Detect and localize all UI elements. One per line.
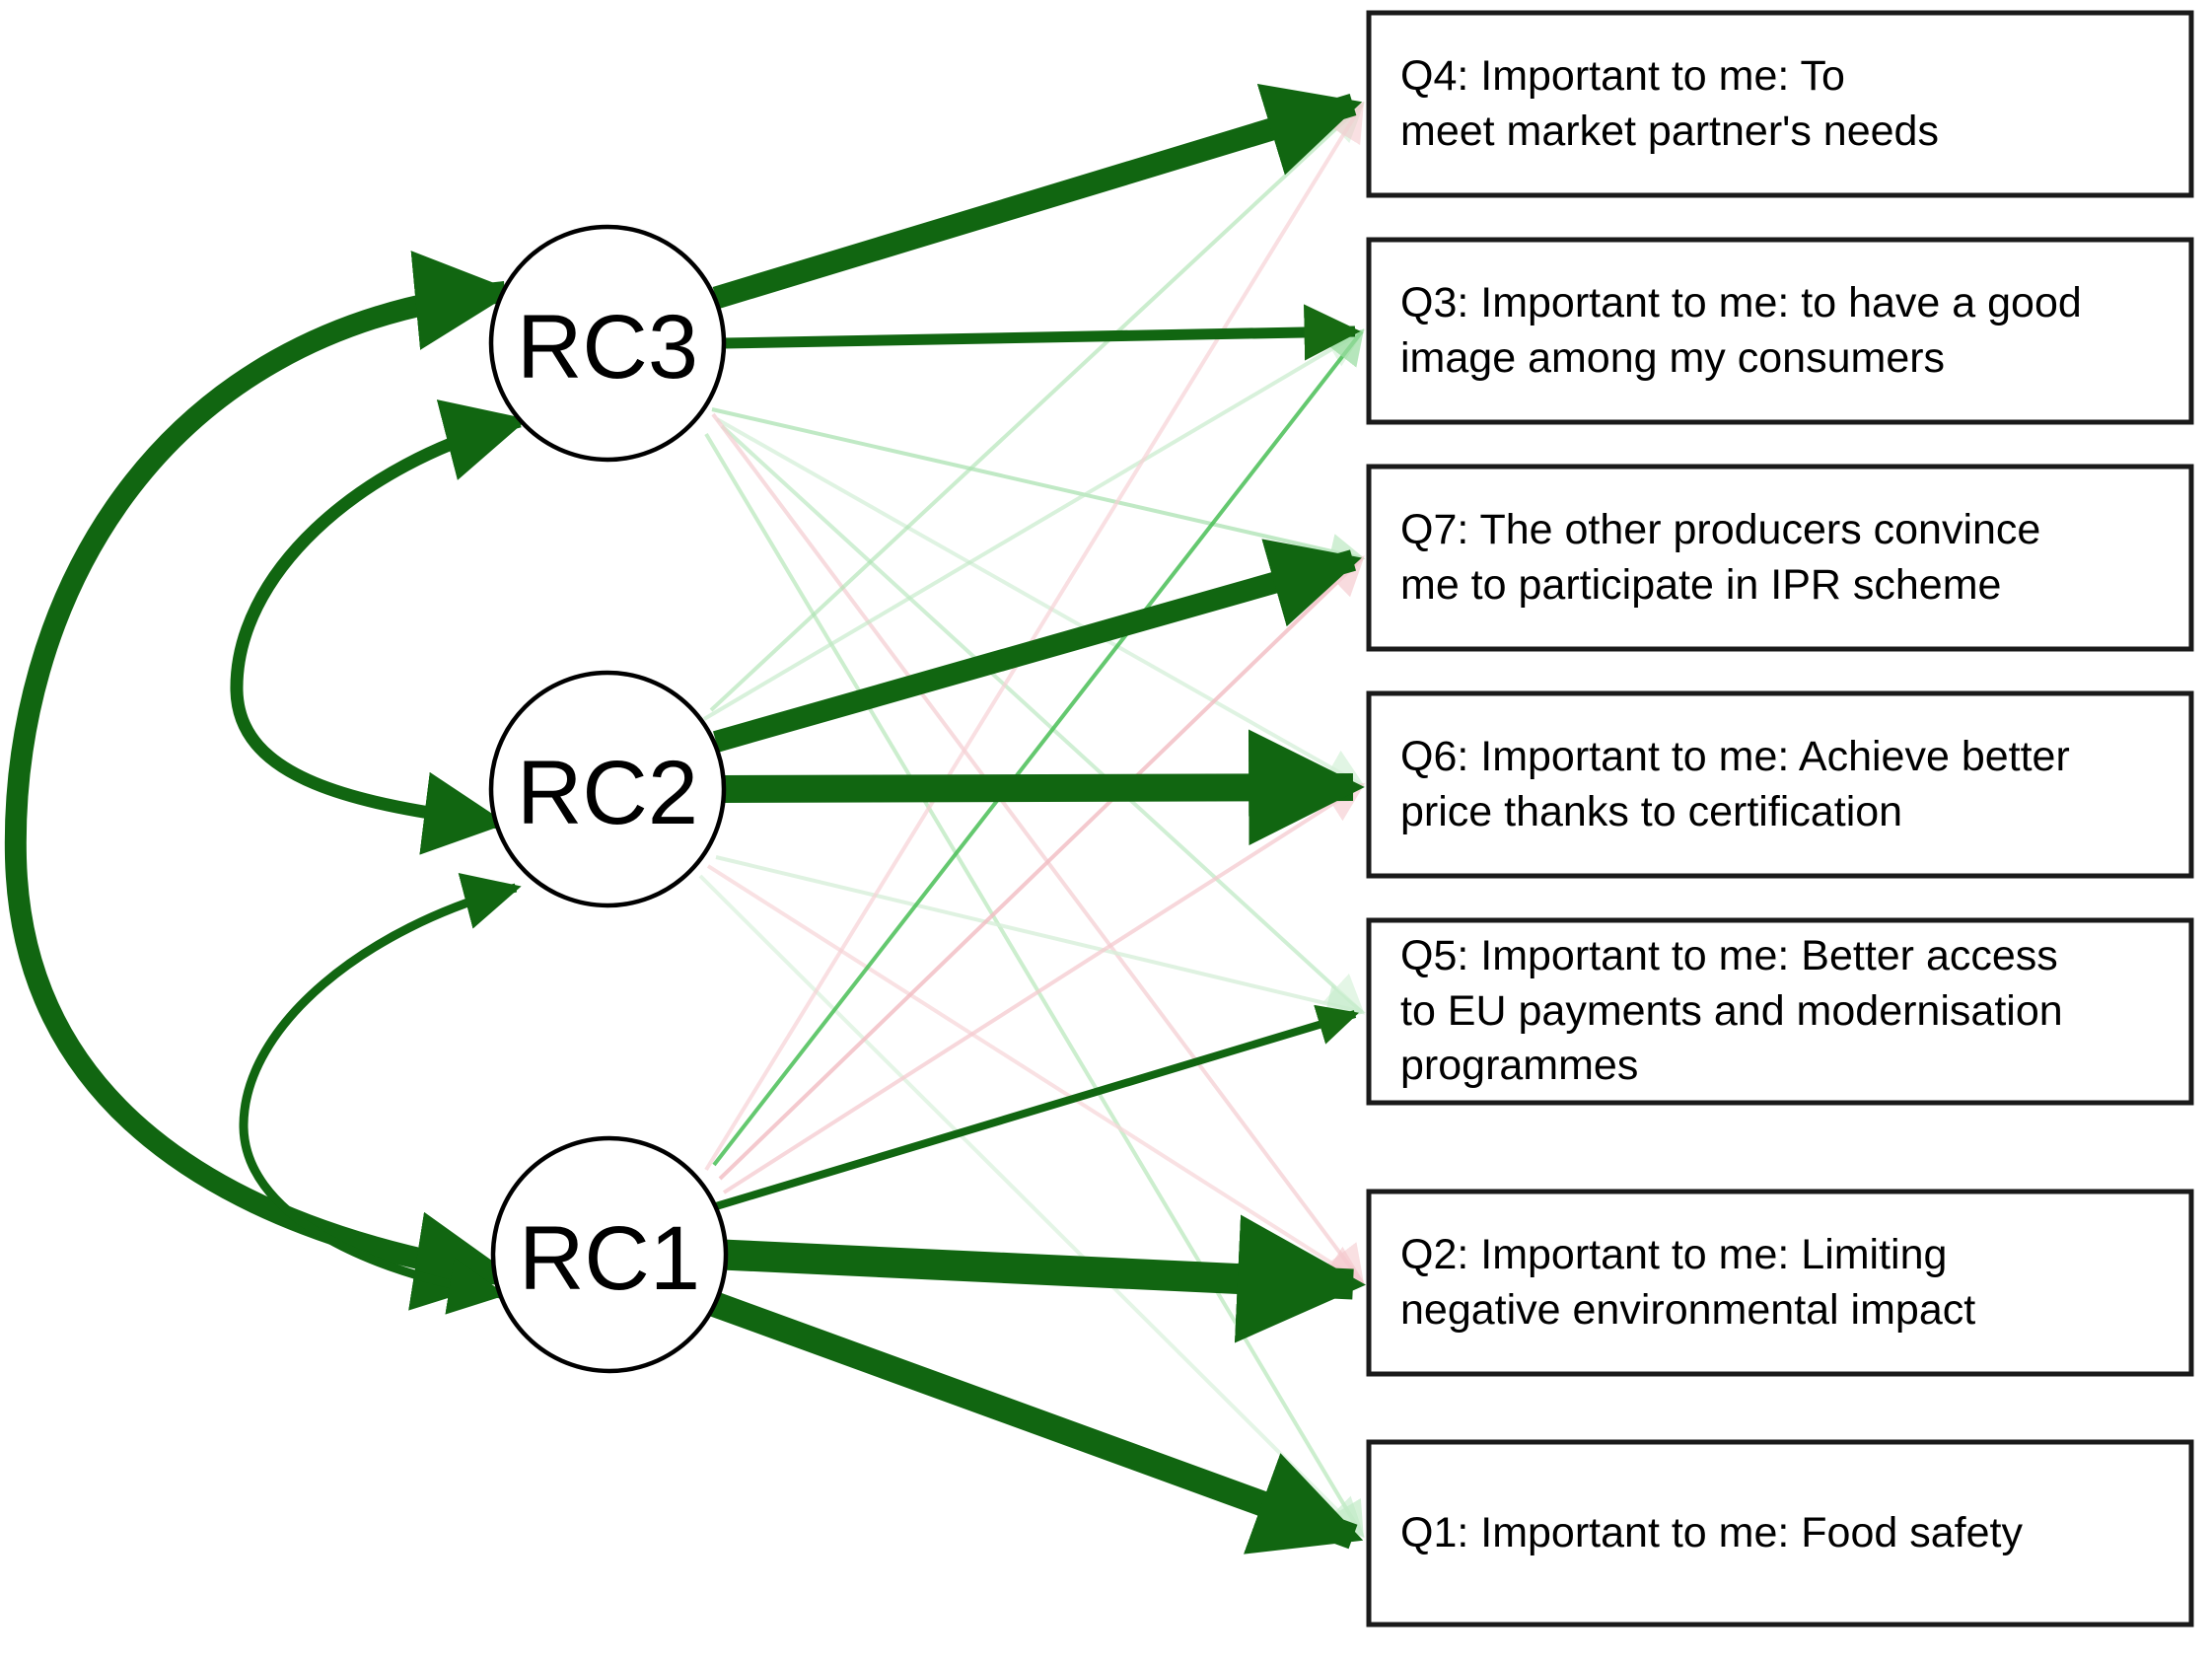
loading-rc1-q1: [709, 1291, 1364, 1555]
correlation-group: [4, 251, 529, 1315]
loading-rc3-q4: [712, 84, 1363, 310]
correlation-rc2-rc1: [239, 873, 522, 1315]
correlation-rc3-rc2: [230, 399, 529, 855]
loading-rc1-q2: [721, 1214, 1367, 1343]
cross-loading-rc2-q1: [698, 874, 1365, 1538]
indicator-box-q3[interactable]: [1366, 237, 2194, 425]
indicator-box-q6[interactable]: [1366, 690, 2194, 879]
cross-loading-rc1-q3: [712, 328, 1365, 1167]
cross-loading-rc2-q2: [706, 864, 1366, 1285]
factor-label-rc2: RC2: [517, 743, 698, 843]
cross-loading-rc3-q6: [716, 417, 1366, 787]
factor-node-group: RC3 RC2 RC1: [488, 224, 729, 1374]
indicator-box-group: [1366, 10, 2194, 1627]
cross-loading-rc2-q4: [709, 102, 1365, 712]
cross-loading-rc3-q1: [704, 432, 1364, 1539]
indicator-box-q2[interactable]: [1366, 1189, 2194, 1377]
indicator-box-q4[interactable]: [1366, 10, 2194, 198]
loading-rc3-q3: [723, 304, 1361, 361]
indicator-box-q1[interactable]: [1366, 1439, 2194, 1627]
indicator-box-q7[interactable]: [1366, 464, 2194, 652]
cross-loading-rc1-q7: [718, 555, 1365, 1181]
cross-loading-rc3-q7: [711, 407, 1366, 569]
indicator-box-q5[interactable]: [1366, 917, 2194, 1106]
cross-loading-rc1-q6: [722, 782, 1366, 1194]
cross-loading-rc1-q4: [704, 101, 1365, 1172]
cross-loading-rc3-q5: [720, 424, 1365, 1015]
cross-loading-group: [698, 101, 1366, 1539]
factor-label-rc3: RC3: [517, 297, 698, 398]
loading-rc1-q5: [714, 1004, 1359, 1210]
cross-loading-rc2-q5: [715, 855, 1366, 1024]
loading-rc2-q6: [720, 729, 1365, 846]
cross-loading-rc2-q3: [702, 328, 1366, 721]
factor-node-rc1[interactable]: [490, 1135, 729, 1374]
primary-loading-group: [709, 84, 1367, 1555]
factor-node-rc2[interactable]: [488, 670, 727, 908]
cross-loading-rc3-q2: [711, 412, 1365, 1286]
factor-node-rc3[interactable]: [488, 224, 727, 463]
factor-label-rc1: RC1: [519, 1208, 700, 1309]
loading-rc2-q7: [712, 539, 1362, 753]
correlation-rc3-rc1: [4, 251, 516, 1311]
